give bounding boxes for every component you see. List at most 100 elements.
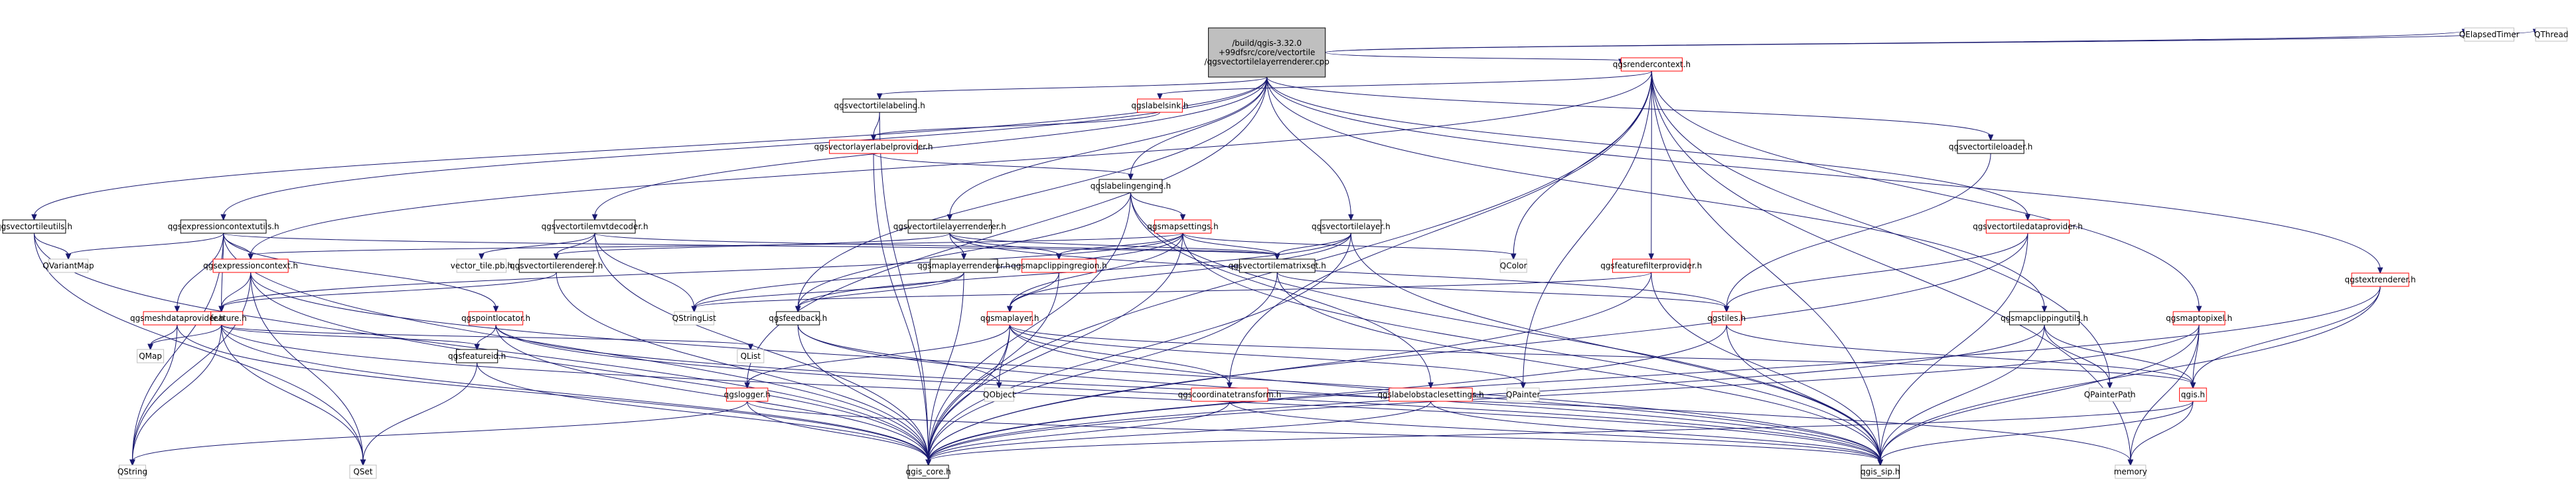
- node-exprctxutils[interactable]: qgsexpressioncontextutils.h: [168, 219, 279, 234]
- edge-root-to-mvtdecoder: [594, 76, 1268, 217]
- edge-arrowhead: [2190, 382, 2196, 389]
- edge-root-to-renderctx: [1325, 52, 1622, 61]
- edge-mvtdecoder-to-qstringlist: [594, 233, 695, 308]
- node-tiles[interactable]: qgstiles.h: [1707, 311, 1746, 326]
- node-label: QObject: [983, 390, 1016, 399]
- node-box: [1137, 98, 1183, 113]
- node-qgsh[interactable]: qgis.h: [2179, 387, 2207, 402]
- node-box: [137, 349, 165, 363]
- node-label: QStringList: [672, 314, 717, 323]
- node-vtrenderer[interactable]: qgsvectortilerenderer.h: [510, 258, 603, 273]
- node-box: [2464, 27, 2515, 42]
- node-vectortilepb: vector_tile.pb.h: [451, 258, 512, 273]
- edge-feedback-to-qgiscore: [797, 324, 929, 462]
- node-label: vector_tile.pb.h: [451, 261, 512, 270]
- edge-tiles-to-qgsh: [1726, 324, 2194, 385]
- node-qvariantmap: QVariantMap: [42, 258, 94, 273]
- edge-arrowhead: [1520, 382, 1526, 389]
- node-label: qgsvectortilelayer.h: [1312, 222, 1391, 231]
- node-box: [1191, 387, 1268, 402]
- node-memory: memory: [2114, 464, 2147, 479]
- edge-labelobst-to-qgiscore: [928, 401, 1432, 462]
- edge-featfilt-to-qstringlist: [694, 272, 1652, 308]
- edge-root-to-feedback: [797, 76, 1268, 308]
- node-textrend[interactable]: qgstextrenderer.h: [2344, 272, 2416, 287]
- node-label: qgsvectortilematrixset.h: [1229, 261, 1326, 270]
- node-label: qgslabelobstaclesettings.h: [1377, 390, 1483, 399]
- edge-vtlayerrend-to-tiles: [949, 233, 1727, 308]
- edge-arrowhead: [2127, 459, 2134, 466]
- node-exprctx[interactable]: qgsexpressioncontext.h: [203, 258, 298, 273]
- edge-clipregion-to-qgiscore: [928, 272, 1059, 462]
- node-vlabelprov[interactable]: qgsvectorlayerlabelprovider.h: [814, 140, 933, 154]
- node-featureid[interactable]: qgsfeatureid.h: [448, 349, 506, 363]
- edge-arrowhead: [1128, 173, 1134, 181]
- node-label: qgsfeaturefilterprovider.h: [1600, 261, 1702, 270]
- edge-feature-to-qstring: [131, 324, 222, 462]
- node-box: [2009, 311, 2080, 326]
- node-box: [907, 219, 992, 234]
- node-vtlayerrend[interactable]: qgsvectortilelayerrenderer.h: [893, 219, 1006, 234]
- node-label: qgis.h: [2181, 390, 2205, 399]
- node-labelengine[interactable]: qgslabelingengine.h: [1091, 179, 1171, 193]
- node-mvtdecoder[interactable]: qgsvectortilemvtdecoder.h: [542, 219, 648, 234]
- edge-arrowhead: [2041, 306, 2048, 313]
- node-label: qgsfeedback.h: [769, 314, 827, 323]
- node-labeling[interactable]: qgsvectortilelabeling.h: [834, 98, 925, 113]
- node-labelsink[interactable]: qgslabelsink.h: [1131, 98, 1189, 113]
- node-qpainter: QPainter: [1506, 387, 1541, 402]
- node-vtloader[interactable]: qgsvectortileloader.h: [1949, 140, 2033, 154]
- node-maplayer[interactable]: qgsmaplayer.h: [980, 311, 1039, 326]
- node-renderctx[interactable]: qgsrendercontext.h: [1613, 57, 1691, 72]
- node-utils[interactable]: qgsvectortileutils.h: [0, 219, 72, 234]
- node-root[interactable]: /build/qgis-3.32.0+99dfsrc/core/vectorti…: [1204, 27, 1329, 78]
- node-coordtrans[interactable]: qgscoordinatetransform.h: [1178, 387, 1282, 402]
- edge-root-to-labelengine: [1130, 76, 1268, 176]
- edge-vtlayer-to-qgiscore: [928, 233, 1351, 462]
- node-feedback[interactable]: qgsfeedback.h: [769, 311, 827, 326]
- node-clipregion[interactable]: qgsmapclippingregion.h: [1011, 258, 1107, 273]
- edge-cliputils-to-qgiscore: [928, 324, 2045, 462]
- edge-pointloc-to-featureid: [477, 324, 496, 346]
- edge-mvtdecoder-to-matrixset: [594, 233, 1278, 256]
- node-logger[interactable]: qgslogger.h: [724, 387, 771, 402]
- edge-labelengine-to-labelobst: [1130, 192, 1432, 385]
- node-box: [48, 258, 89, 273]
- node-qgiscore[interactable]: qgis_core.h: [906, 464, 951, 479]
- edge-renderctx-to-qcolor: [1513, 70, 1652, 256]
- edge-maptopixel-to-qgissip: [1880, 324, 2200, 462]
- edge-arrowhead: [2377, 267, 2384, 274]
- edge-maplayer-to-qgiscore: [928, 324, 1010, 462]
- node-vtdataprov[interactable]: qgsvectortiledataprovider.h: [1973, 219, 2083, 234]
- node-label: qgsmaplayer.h: [980, 314, 1039, 323]
- edge-coordtrans-to-qgissip: [1229, 401, 1881, 462]
- node-qset: QSet: [349, 464, 377, 479]
- edge-cliputils-to-qgissip: [1880, 324, 2045, 462]
- node-qgissip[interactable]: qgis_sip.h: [1860, 464, 1900, 479]
- node-box: [118, 464, 146, 479]
- node-featfilt[interactable]: qgsfeaturefilterprovider.h: [1600, 258, 1702, 273]
- node-label: QMap: [139, 351, 162, 361]
- edge-arrowhead: [996, 382, 1002, 389]
- node-label: /build/qgis-3.32.0: [1232, 39, 1302, 48]
- edge-arrowhead: [1723, 306, 1730, 313]
- node-matrixset[interactable]: qgsvectortilematrixset.h: [1229, 258, 1326, 273]
- node-maplayerrend[interactable]: qgsmaplayerrenderer.h: [917, 258, 1010, 273]
- edge-mapsettings-to-qgissip: [1182, 233, 1881, 462]
- node-cliputils[interactable]: qgsmapclippingutils.h: [2001, 311, 2088, 326]
- node-label: qgslogger.h: [724, 390, 771, 399]
- node-label: QVariantMap: [42, 261, 94, 270]
- edge-maplayerrend-to-qstringlist: [694, 272, 964, 308]
- node-label: qgstextrenderer.h: [2344, 275, 2415, 284]
- node-vtlayer[interactable]: qgsvectortilelayer.h: [1312, 219, 1391, 234]
- node-labelobst[interactable]: qgslabelobstaclesettings.h: [1377, 387, 1484, 402]
- node-qpainterpath: QPainterPath: [2084, 387, 2136, 402]
- node-meshdp[interactable]: qgsmeshdataprovider.h: [130, 311, 224, 326]
- edge-arrowhead: [1179, 214, 1186, 221]
- node-box: [2088, 387, 2131, 402]
- node-pointloc[interactable]: qgspointlocator.h: [461, 311, 530, 326]
- node-mapsettings[interactable]: qgsmapsettings.h: [1147, 219, 1219, 234]
- edge-vtlayer-to-qgissip: [1350, 233, 1881, 462]
- edge-arrowhead: [129, 459, 135, 466]
- node-maptopixel[interactable]: qgsmaptopixel.h: [2166, 311, 2232, 326]
